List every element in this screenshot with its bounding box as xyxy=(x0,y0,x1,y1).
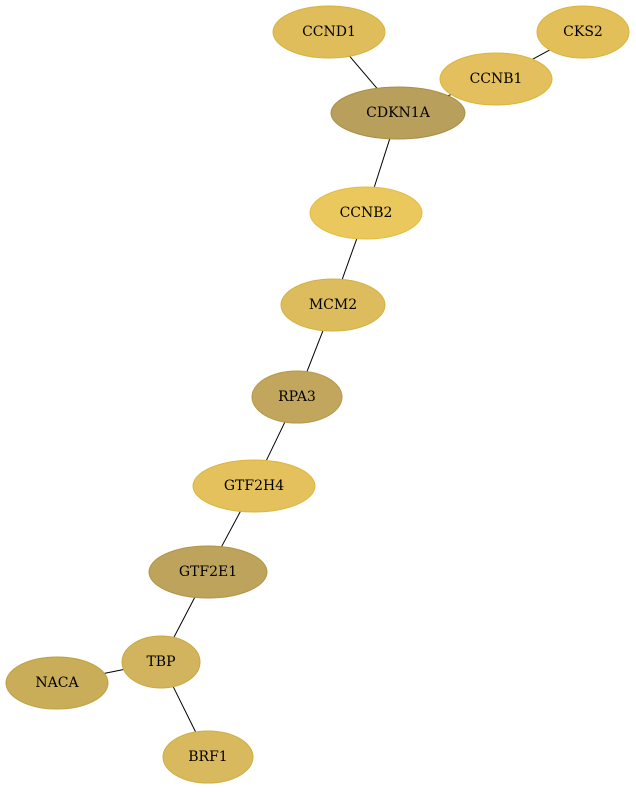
edge-rpa3-gtf2h4 xyxy=(265,421,286,461)
node-tbp[interactable]: TBP xyxy=(121,635,201,689)
edge-gtf2e1-tbp xyxy=(173,597,196,638)
node-ccnd1[interactable]: CCND1 xyxy=(272,5,386,59)
edge-tbp-brf1 xyxy=(172,686,197,733)
edge-mcm2-rpa3 xyxy=(306,330,324,372)
node-ellipse xyxy=(309,186,423,240)
node-ellipse xyxy=(272,5,386,59)
node-label: CDKN1A xyxy=(366,105,431,121)
node-label: NACA xyxy=(35,675,79,691)
node-label: TBP xyxy=(146,654,175,670)
node-mcm2[interactable]: MCM2 xyxy=(280,278,386,332)
edge-cdkn1a-ccnb2 xyxy=(373,138,391,188)
node-ellipse xyxy=(536,5,630,59)
node-ccnb2[interactable]: CCNB2 xyxy=(309,186,423,240)
node-ellipse xyxy=(148,545,268,599)
node-label: CCND1 xyxy=(302,24,356,40)
edge-ccnb2-mcm2 xyxy=(341,238,358,280)
node-naca[interactable]: NACA xyxy=(5,656,109,710)
node-brf1[interactable]: BRF1 xyxy=(162,730,254,784)
node-label: CCNB1 xyxy=(470,71,523,87)
edge-cks2-ccnb1 xyxy=(532,49,550,60)
node-gtf2e1[interactable]: GTF2E1 xyxy=(148,545,268,599)
node-label: MCM2 xyxy=(309,297,357,313)
node-label: RPA3 xyxy=(278,389,316,405)
node-label: CKS2 xyxy=(563,24,603,40)
node-ellipse xyxy=(162,730,254,784)
node-cdkn1a[interactable]: CDKN1A xyxy=(330,86,466,140)
node-rpa3[interactable]: RPA3 xyxy=(251,370,343,424)
node-label: GTF2H4 xyxy=(224,478,284,494)
edge-ccnd1-cdkn1a xyxy=(349,55,378,89)
node-label: GTF2E1 xyxy=(179,564,237,580)
node-ellipse xyxy=(5,656,109,710)
node-label: BRF1 xyxy=(188,749,227,765)
node-ccnb1[interactable]: CCNB1 xyxy=(439,52,553,106)
edge-layer xyxy=(104,49,550,733)
node-cks2[interactable]: CKS2 xyxy=(536,5,630,59)
edge-gtf2h4-gtf2e1 xyxy=(221,511,241,547)
node-ellipse xyxy=(251,370,343,424)
node-gtf2h4[interactable]: GTF2H4 xyxy=(192,459,316,513)
node-label: CCNB2 xyxy=(340,205,393,221)
edge-tbp-naca xyxy=(104,669,124,674)
node-ellipse xyxy=(121,635,201,689)
node-ellipse xyxy=(192,459,316,513)
node-ellipse xyxy=(330,86,466,140)
node-ellipse xyxy=(439,52,553,106)
node-ellipse xyxy=(280,278,386,332)
